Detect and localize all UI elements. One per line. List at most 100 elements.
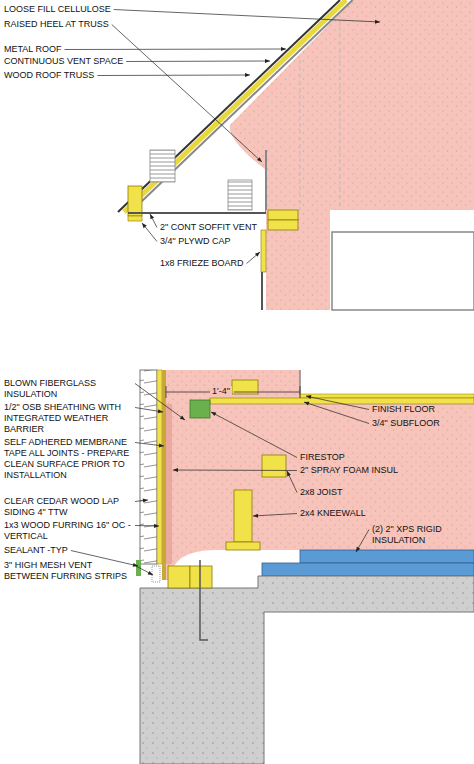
callout-label: 1x3 WOOD FURRING 16" OC - VERTICAL [4, 520, 132, 542]
dimension-line [234, 392, 300, 393]
leader-arrowhead [253, 514, 258, 518]
leader-arrowhead [245, 73, 250, 77]
callout-label: 1x8 FRIEZE BOARD [160, 258, 244, 269]
leader-arrowhead [211, 412, 216, 416]
top-plate [268, 220, 298, 230]
vent-space [124, 0, 346, 212]
subfloor [210, 398, 474, 404]
callout-label: BLOWN FIBERGLASS INSULATION [4, 378, 132, 400]
leader-line [306, 396, 369, 410]
leader-line [211, 412, 297, 458]
leader-line [112, 25, 262, 163]
leader-line [97, 75, 250, 77]
leader-arrowhead [158, 409, 163, 413]
callout-label: 2x8 JOIST [300, 487, 343, 498]
gable-louver [150, 150, 175, 182]
leader-arrowhead [304, 402, 309, 406]
leader-line [287, 471, 297, 493]
metal-roof [118, 0, 340, 212]
cedar-siding [140, 370, 157, 564]
truss-web [340, 20, 341, 210]
leader-line [356, 530, 369, 553]
leader-arrowhead [255, 252, 260, 257]
callout-label: 2" SPRAY FOAM INSUL [300, 465, 398, 476]
truss-top-chord [130, 0, 353, 213]
callout-label: WOOD ROOF TRUSS [4, 70, 94, 81]
leader-arrowhead [375, 20, 380, 24]
plywood-cap [128, 216, 142, 221]
callout-label: (2) 2" XPS RIGID INSULATION [372, 524, 470, 546]
callout-label: SEALANT -TYP [4, 545, 68, 556]
firestop [190, 400, 210, 418]
leader-arrowhead [306, 395, 311, 399]
leader-line [253, 514, 297, 517]
spray-foam [166, 404, 172, 564]
leader-arrowhead [281, 47, 286, 51]
insulation-top [356, 0, 474, 1]
leader-line [247, 252, 260, 264]
kneewall-plate [226, 542, 260, 550]
sill-plate [190, 566, 212, 588]
callout-label: CONTINUOUS VENT SPACE [4, 56, 123, 67]
leader-line [65, 49, 286, 51]
callout-label: SELF ADHERED MEMBRANE TAPE ALL JOINTS - … [4, 437, 132, 481]
siding [261, 272, 263, 310]
kneewall-stud [234, 490, 252, 542]
leader-arrowhead [287, 471, 291, 476]
leader-line [173, 470, 297, 472]
wall-insulation [266, 210, 330, 310]
dimension-tick [166, 386, 167, 398]
blown-fiberglass [166, 370, 474, 580]
interior-room [332, 232, 474, 310]
concrete-foundation [140, 576, 474, 764]
leader-line [304, 402, 369, 424]
callout-label: METAL ROOF [4, 44, 62, 55]
leader-arrowhead [150, 214, 154, 219]
leader-line [135, 384, 185, 421]
soffit [128, 212, 266, 214]
anchor-bolt [200, 560, 208, 640]
mesh-vent [152, 566, 160, 582]
leader-arrowhead [148, 571, 153, 575]
interior-room [300, 370, 474, 395]
finish-floor [300, 394, 474, 398]
dimension-tick [300, 386, 301, 398]
leader-line [114, 10, 380, 23]
callout-label: RAISED HEEL AT TRUSS [4, 19, 109, 30]
fascia-board [128, 186, 142, 216]
callout-label: FIRESTOP [300, 452, 345, 463]
xps-insulation [262, 563, 474, 576]
osb-sheathing [162, 370, 166, 580]
leader-arrowhead [159, 443, 164, 447]
leader-line [142, 223, 157, 242]
truss-web [300, 60, 301, 210]
callout-label: 2x4 KNEEWALL [300, 508, 366, 519]
callout-label: CLEAR CEDAR WOOD LAP SIDING 4" TTW [4, 496, 132, 518]
callout-label: LOOSE FILL CELLULOSE [4, 4, 111, 15]
sill-plate [168, 566, 190, 588]
leader-arrowhead [265, 59, 270, 63]
callout-label: 3" HIGH MESH VENT BETWEEN FURRING STRIPS [4, 560, 132, 582]
dimension-label: 1'-4" [210, 386, 232, 397]
leader-arrowhead [180, 415, 185, 420]
leader-arrowhead [133, 563, 138, 567]
callout-label: 2" CONT SOFFIT VENT [160, 222, 257, 233]
xps-insulation [300, 550, 474, 563]
callout-label: 3/4" PLYWD CAP [160, 236, 231, 247]
gable-louver [228, 180, 252, 210]
top-plate [268, 210, 298, 220]
callout-label: 1/2" OSB SHEATHING WITH INTEGRATED WEATH… [4, 402, 132, 435]
leader-arrowhead [173, 468, 178, 472]
leader-line [135, 566, 153, 576]
leader-line [150, 214, 157, 228]
leader-arrowhead [154, 524, 159, 528]
leader-line [126, 61, 270, 63]
leader-arrowhead [356, 547, 360, 552]
leader-arrowhead [257, 157, 262, 162]
frieze-board [261, 230, 266, 272]
furring-strip [157, 370, 162, 564]
callout-label: 3/4" SUBFLOOR [372, 418, 440, 429]
leader-arrowhead [143, 499, 148, 503]
